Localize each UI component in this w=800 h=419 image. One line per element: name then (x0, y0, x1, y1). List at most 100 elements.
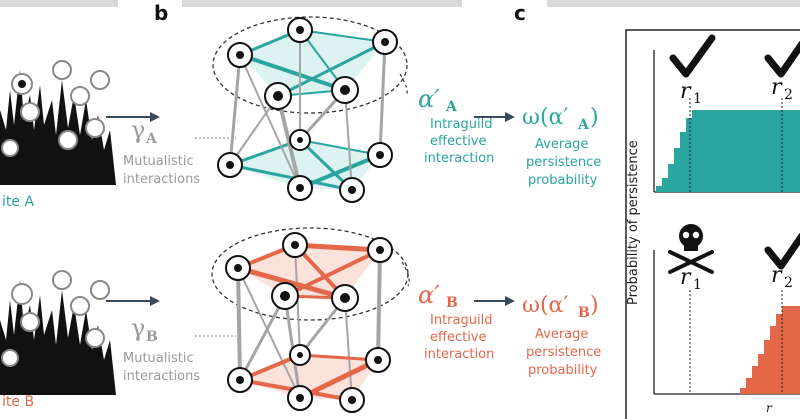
bottom-r1-sub: 1 (693, 277, 702, 293)
intraguild-a-line3: interaction (424, 151, 494, 166)
arrow-head (505, 112, 515, 122)
panel-label-c: c (514, 1, 526, 25)
x-axis-label: r (766, 401, 773, 415)
moth-icon (70, 296, 90, 316)
top-r1-label: r (680, 79, 692, 104)
grass-silhouette-b (0, 280, 116, 395)
alpha-a-symbol: α′ (418, 85, 440, 113)
omega-b-group: ω(α′ B ) Average persistence probability (522, 293, 601, 378)
top-r2-label: r (771, 75, 783, 100)
alpha-a-group: α′ A Intraguild effective interaction (418, 85, 494, 166)
node-glyph (348, 396, 356, 404)
site-a-caption: ite A (2, 194, 34, 210)
checkmark-icon (764, 232, 800, 270)
node-glyph (236, 51, 244, 59)
node-glyph (234, 264, 242, 272)
mutualistic-a-line1: Mutualistic (123, 154, 194, 169)
average-b-line2: persistence (526, 345, 601, 360)
node-glyph (376, 151, 384, 159)
step-bar (758, 354, 764, 394)
node-glyph (376, 246, 384, 254)
omega-a-sub: A (577, 117, 590, 133)
step-bar (686, 118, 692, 192)
average-a-line2: persistence (526, 155, 601, 170)
node-glyph (226, 161, 234, 169)
top-bar-a (0, 0, 118, 7)
gamma-a-sub: A (145, 131, 158, 147)
omega-a-group: ω(α′ A ) Average persistence probability (522, 105, 601, 188)
step-bar (656, 186, 662, 192)
flower-icon (20, 312, 40, 332)
node-glyph (297, 137, 303, 143)
network-a (212, 16, 408, 203)
step-bar (680, 132, 686, 192)
node-glyph (297, 352, 303, 358)
top-r2-sub: 2 (784, 87, 793, 103)
beetle-icon (52, 60, 72, 80)
flower-icon (1, 139, 19, 157)
top-bar-c (547, 0, 800, 7)
node-glyph (381, 38, 389, 46)
bottom-plot-steps (740, 306, 800, 394)
butterfly-icon (85, 328, 105, 348)
alpha-b-sub: B (446, 295, 458, 311)
grass-silhouette-a (0, 70, 116, 185)
skull-crossbones-icon (668, 224, 714, 274)
node-glyph (340, 293, 350, 303)
bottom-r1-label: r (680, 265, 692, 290)
node-glyph (291, 241, 299, 249)
node-glyph (273, 91, 283, 101)
average-b-line3: probability (528, 363, 598, 378)
step-bar (668, 164, 674, 192)
alpha-b-symbol: α′ (418, 281, 440, 309)
mutualistic-b-line2: interactions (123, 369, 200, 384)
alpha-connector-a (399, 73, 408, 97)
checkmark-icon (764, 40, 800, 78)
checkmark-icon (669, 34, 716, 78)
gamma-b-sub: B (146, 329, 158, 345)
pollinator-guild-outline-a (212, 16, 408, 114)
alpha-a-sub: A (445, 99, 458, 115)
average-a-line3: probability (528, 173, 598, 188)
step-bar (764, 340, 770, 394)
node-glyph (340, 85, 350, 95)
node-glyph (296, 184, 304, 192)
bottom-r2-label: r (771, 263, 783, 288)
omega-b-post: ) (590, 293, 599, 318)
meadow-site-b: ite B (0, 270, 116, 410)
node-glyph (280, 291, 290, 301)
node-glyph (296, 26, 304, 34)
intraguild-a-line1: Intraguild (430, 117, 492, 132)
site-b-caption: ite B (2, 394, 34, 410)
bee-icon (90, 280, 110, 300)
omega-a-post: ) (590, 105, 599, 130)
flower-icon (11, 283, 33, 305)
gamma-a-group: γ A Mutualistic interactions (123, 116, 236, 187)
node-glyph (296, 394, 304, 402)
step-bar (776, 314, 782, 394)
meadow-site-a: ite A (0, 60, 116, 210)
step-bar (782, 306, 800, 394)
gamma-a-symbol: γ (131, 116, 145, 144)
intraguild-b-line3: interaction (424, 347, 494, 362)
mutualistic-b-line1: Mutualistic (123, 351, 194, 366)
bottom-r2-sub: 2 (784, 275, 793, 291)
step-bar (770, 326, 776, 394)
gamma-b-group: γ B Mutualistic interactions (123, 314, 236, 384)
bee-icon (90, 70, 110, 90)
panel-label-b: b (154, 1, 168, 25)
alpha-b-group: α′ B Intraguild effective interaction (418, 281, 494, 362)
flower-icon (1, 349, 19, 367)
network-b (211, 227, 410, 413)
arrow-head (150, 296, 160, 306)
gamma-b-symbol: γ (131, 314, 145, 342)
step-bar (752, 366, 758, 394)
panel-c-frame (625, 29, 800, 419)
node-glyph (374, 356, 382, 364)
arrow-head (150, 112, 160, 122)
average-b-line1: Average (535, 327, 588, 342)
node-glyph (236, 376, 244, 384)
y-axis-label: Probability of persistence (626, 140, 641, 305)
